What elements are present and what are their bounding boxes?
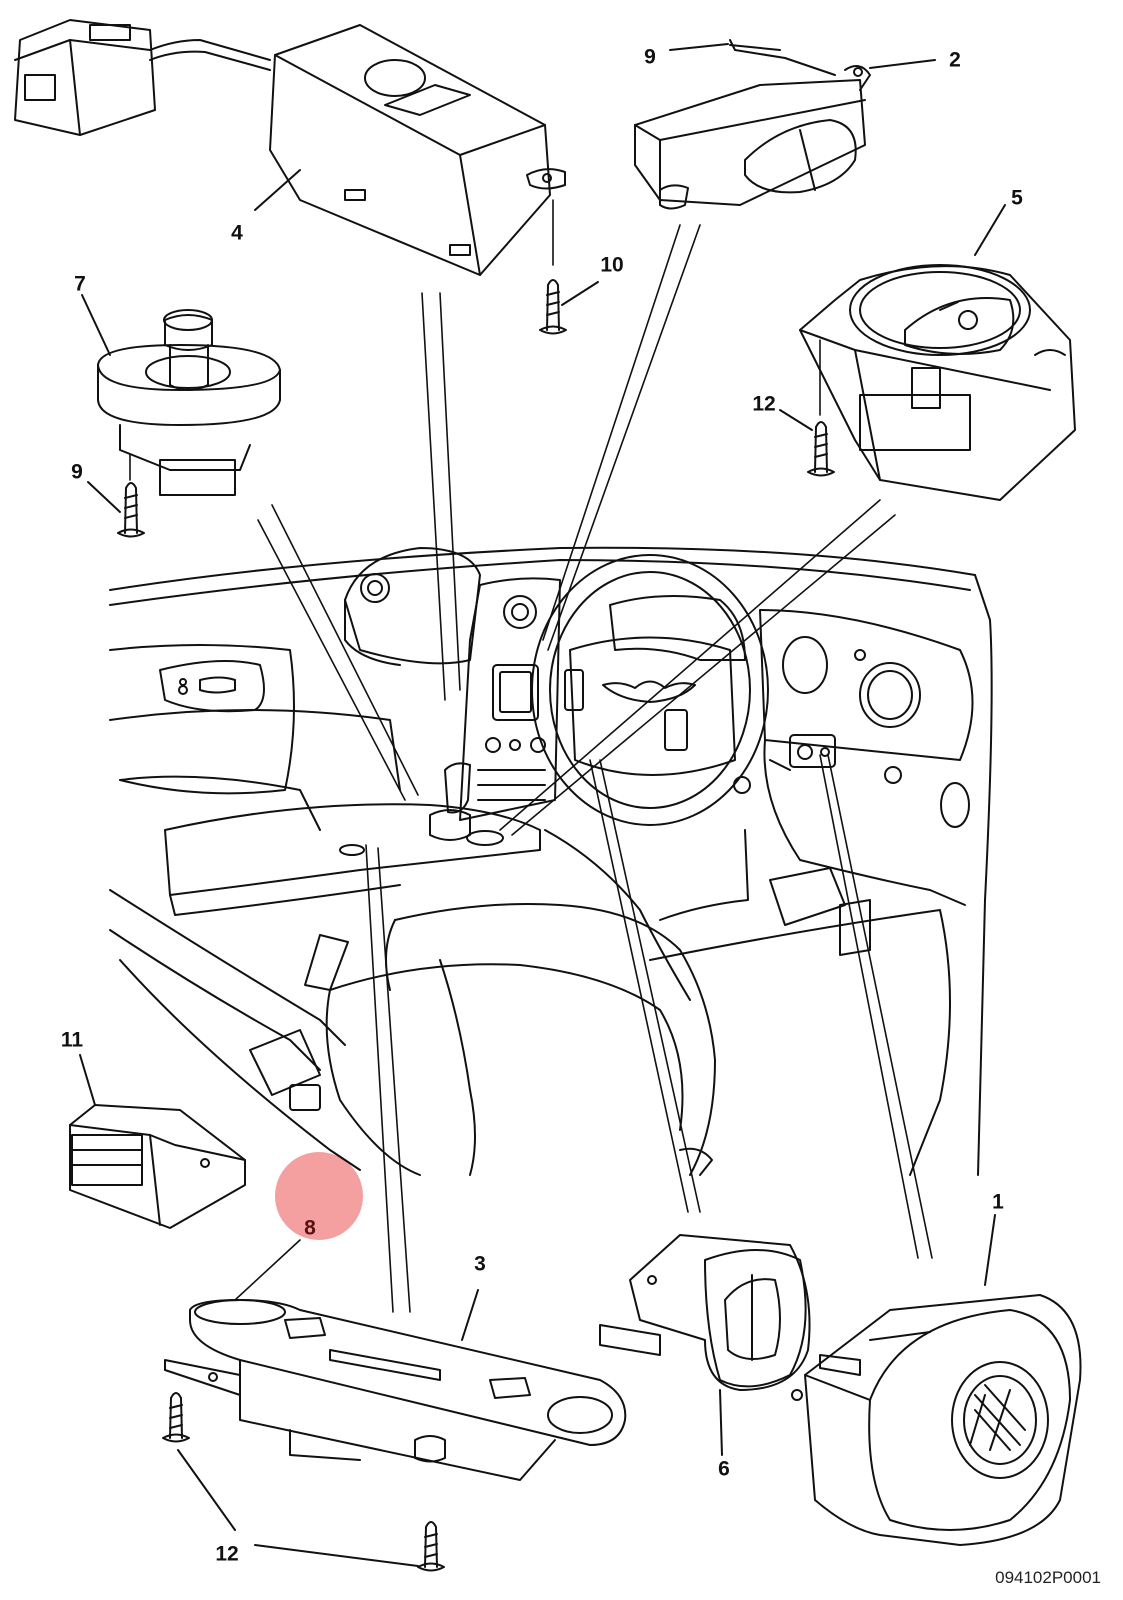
callout-5[interactable]: 5 (1011, 186, 1023, 210)
leader-8 (234, 1239, 301, 1301)
callout-8[interactable]: 8 (304, 1216, 316, 1240)
screws[interactable] (87, 279, 835, 1572)
part-11-module[interactable] (69, 1054, 246, 1229)
part-3-console-switch-panel[interactable] (164, 1289, 627, 1481)
callout-12-right[interactable]: 12 (752, 392, 776, 416)
callout-9-top[interactable]: 9 (644, 45, 656, 69)
part-1-headlamp-switch[interactable] (791, 1214, 1082, 1546)
callout-3[interactable]: 3 (474, 1252, 486, 1276)
callout-1[interactable]: 1 (992, 1190, 1004, 1214)
callout-6[interactable]: 6 (718, 1457, 730, 1481)
callout-10[interactable]: 10 (600, 253, 624, 277)
selected-part-highlight[interactable] (275, 1152, 363, 1240)
part-5-parking-brake-switch[interactable] (799, 204, 1076, 501)
part-4-control-module[interactable] (14, 19, 566, 276)
part-6-switch[interactable] (599, 1234, 811, 1456)
callout-7[interactable]: 7 (74, 272, 86, 296)
leader-lines (129, 199, 933, 1313)
callout-12-bottom[interactable]: 12 (215, 1542, 239, 1566)
callout-11[interactable]: 11 (60, 1028, 84, 1052)
part-2-switch[interactable] (634, 39, 936, 210)
part-7-mirror-control[interactable] (81, 294, 281, 496)
callout-4[interactable]: 4 (231, 221, 243, 245)
diagram-reference-code: 094102P0001 (995, 1568, 1101, 1587)
vehicle-interior-illustration (109, 546, 993, 1176)
callout-2[interactable]: 2 (949, 48, 961, 72)
callout-9-left[interactable]: 9 (71, 460, 83, 484)
